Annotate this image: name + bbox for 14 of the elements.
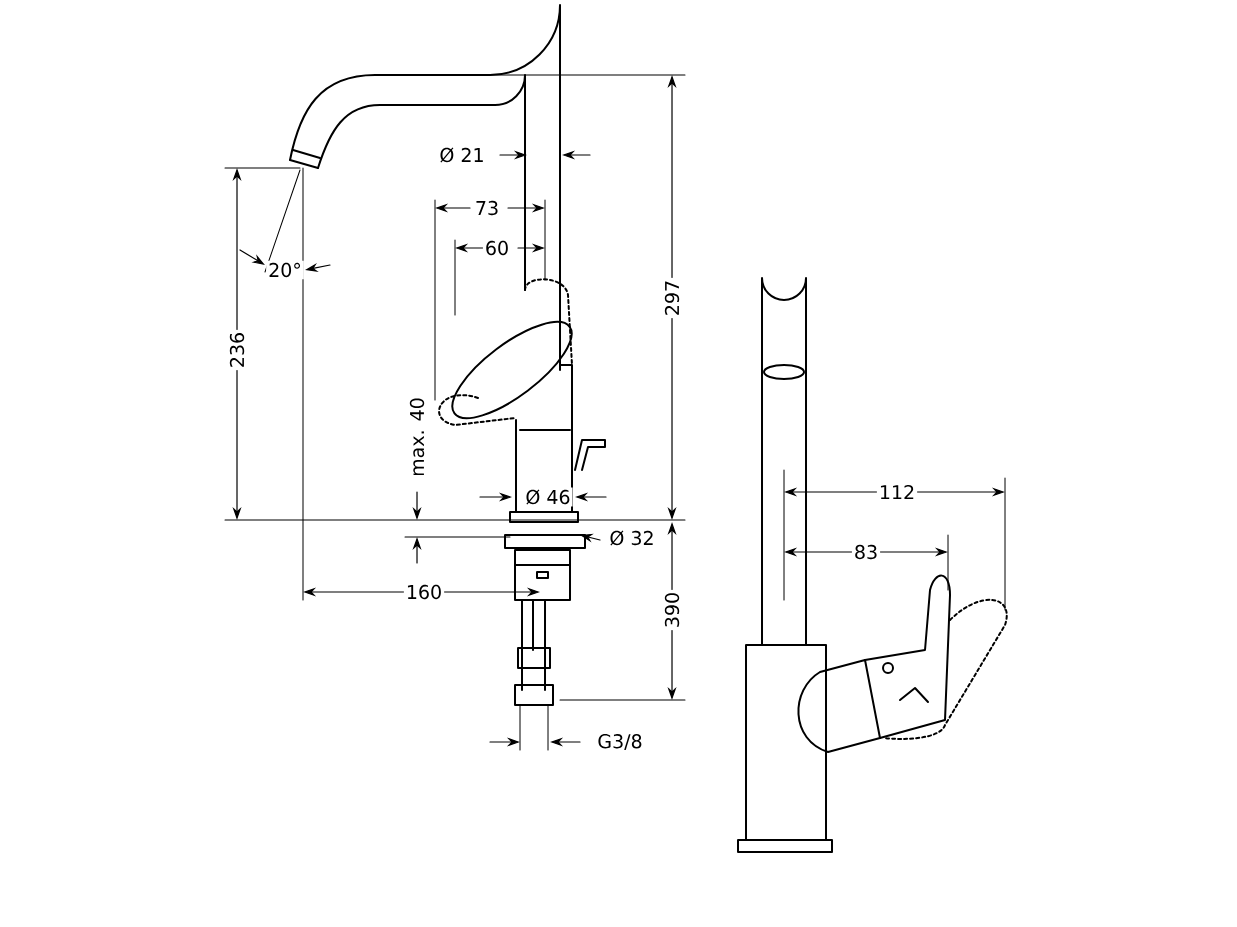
dimension-label: 297 [662,277,682,319]
dimension-label: Ø 46 [523,487,573,507]
dimension-label: max. 40 [407,395,427,479]
dimension-label: 236 [227,329,247,371]
dimension-label: 390 [662,589,682,631]
dimension-label: 160 [403,582,445,602]
dimension-label: Ø 21 [437,145,487,165]
dimension-label: G3/8 [595,732,645,752]
dimension-label: 83 [851,542,881,562]
dimension-label: 60 [482,238,512,258]
dimension-label: Ø 32 [607,528,657,548]
dimension-label: 20° [266,260,304,280]
dimension-label: 112 [876,482,918,502]
dimension-label: 73 [472,198,502,218]
